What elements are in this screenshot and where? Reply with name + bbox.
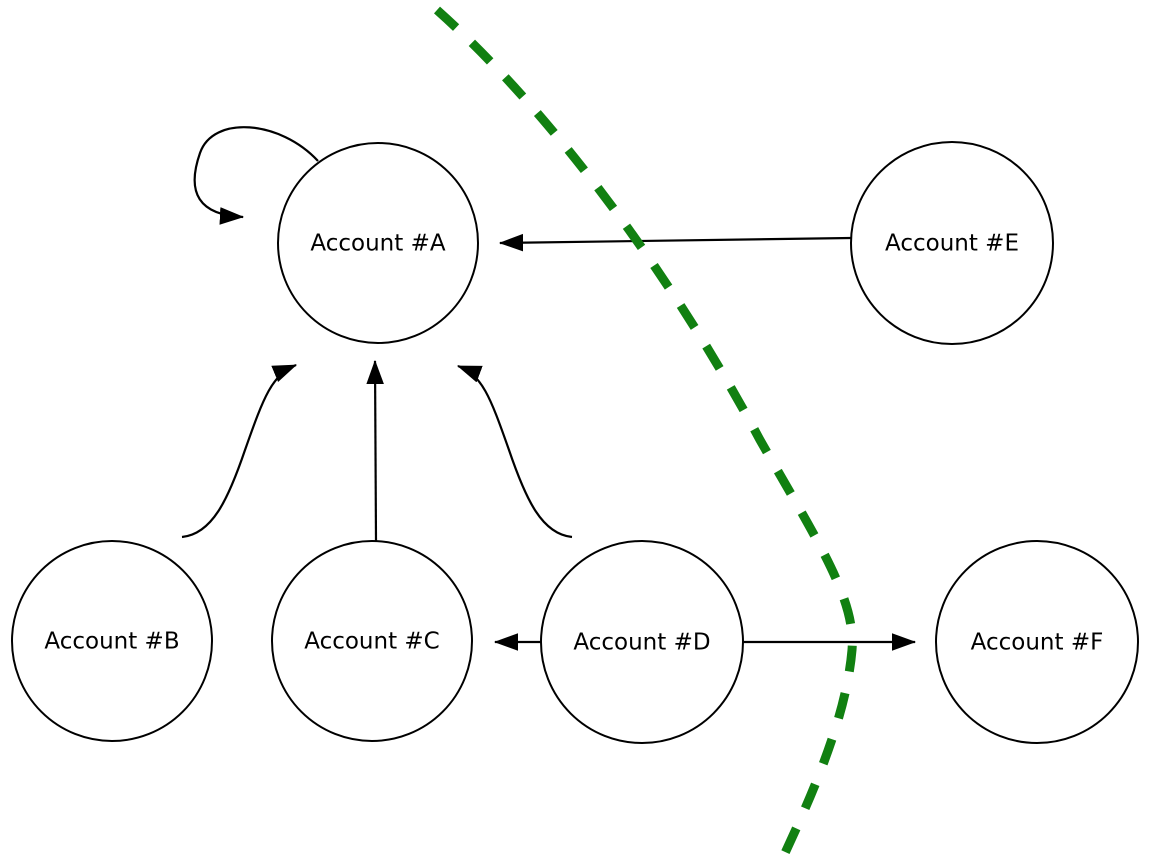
node-account-b-circle bbox=[11, 540, 213, 742]
edge-b-to-a-path bbox=[181, 363, 298, 539]
node-account-e-label: Account #E bbox=[885, 231, 1019, 257]
edge-d-to-a-path bbox=[456, 364, 573, 539]
node-account-e[interactable]: Account #E bbox=[850, 141, 1054, 345]
edge-a-to-a[interactable] bbox=[193, 126, 319, 225]
node-account-b[interactable]: Account #B bbox=[11, 540, 213, 742]
edge-b-to-a[interactable] bbox=[181, 363, 298, 539]
node-account-c-label: Account #C bbox=[304, 629, 440, 655]
node-account-f-label: Account #F bbox=[971, 630, 1104, 656]
edge-e-to-a-path bbox=[498, 233, 852, 252]
node-account-c-circle bbox=[271, 540, 473, 742]
node-account-b-label: Account #B bbox=[44, 629, 179, 655]
edge-e-to-a[interactable] bbox=[498, 233, 852, 252]
node-account-c[interactable]: Account #C bbox=[271, 540, 473, 742]
edge-c-to-a-path bbox=[366, 359, 384, 542]
node-account-a-circle bbox=[277, 142, 479, 344]
node-account-a[interactable]: Account #A bbox=[277, 142, 479, 344]
node-account-e-circle bbox=[850, 141, 1054, 345]
node-account-f-circle bbox=[935, 540, 1139, 744]
dashed-boundary bbox=[433, 6, 857, 864]
edge-d-to-a[interactable] bbox=[456, 364, 573, 539]
dashed-boundary-path bbox=[433, 6, 857, 864]
node-account-d-circle bbox=[540, 540, 744, 744]
node-account-f[interactable]: Account #F bbox=[935, 540, 1139, 744]
node-account-a-label: Account #A bbox=[310, 231, 445, 257]
edge-c-to-a[interactable] bbox=[366, 359, 384, 542]
edge-a-to-a-path bbox=[193, 126, 319, 225]
node-account-d[interactable]: Account #D bbox=[540, 540, 744, 744]
node-account-d-label: Account #D bbox=[573, 630, 710, 656]
